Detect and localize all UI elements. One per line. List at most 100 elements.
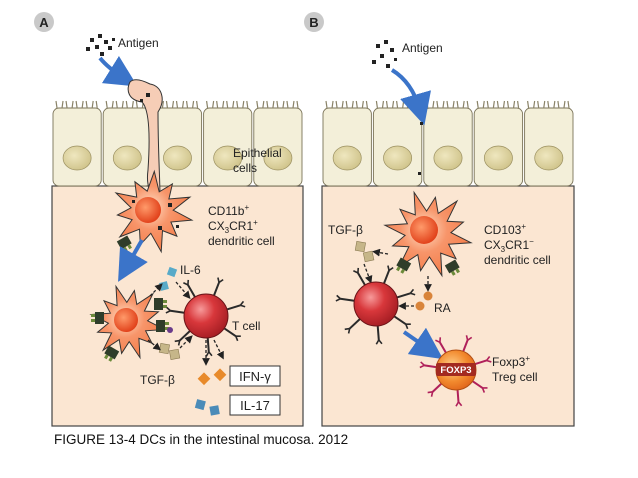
microvillus <box>567 100 570 109</box>
microvillus <box>436 100 439 109</box>
receptor-tail <box>208 351 213 357</box>
microvillus <box>482 100 485 109</box>
microvillus <box>282 100 285 109</box>
dc-receptor-a2 <box>91 312 104 324</box>
receptor-tail <box>378 339 383 345</box>
tgfb-arrow-b2 <box>363 263 373 284</box>
microvillus <box>385 100 389 109</box>
lamina-propria-a <box>51 185 304 427</box>
dc-receptor-a4 <box>154 298 167 310</box>
microvillus <box>452 100 455 109</box>
receptor-tail <box>462 339 469 352</box>
microvillus <box>131 100 134 109</box>
microvillus <box>185 100 189 109</box>
microvillus <box>391 100 395 109</box>
microvillus <box>426 100 429 109</box>
panel-b: B Antigen CD103+ CX3CR1− dend <box>304 12 575 427</box>
tgfb-arrow-a2 <box>179 335 193 349</box>
microvillus <box>456 100 459 109</box>
epithelium-a <box>52 100 303 187</box>
microvillus <box>496 100 499 109</box>
microvillus <box>256 100 259 109</box>
microvillus <box>402 100 405 109</box>
microvillus <box>512 100 516 109</box>
microvillus <box>462 100 465 109</box>
microvillus <box>212 100 215 109</box>
antigen-particles-b <box>372 40 397 68</box>
receptor-tail <box>387 265 390 271</box>
receptor-tail <box>223 327 237 338</box>
panel-b-letter: B <box>309 15 318 30</box>
receptor-tail <box>349 318 361 330</box>
receptor-tail <box>457 401 463 407</box>
microvillus <box>95 100 98 109</box>
receptor-tail <box>353 270 359 274</box>
epithelial-nucleus <box>263 145 293 171</box>
receptor-tail <box>347 328 351 334</box>
receptor-tail <box>226 304 241 311</box>
receptor-tail <box>439 341 447 354</box>
epithelial-nucleus <box>112 145 142 171</box>
microvillus <box>365 100 368 109</box>
microvillus <box>262 100 265 109</box>
microvillus <box>81 100 84 109</box>
epithelial-nucleus <box>433 145 463 171</box>
cd103-dc-label: CD103+ CX3CR1− dendritic cell <box>484 222 551 267</box>
microvillus <box>296 100 299 109</box>
microvillus <box>543 100 546 109</box>
figure-caption: FIGURE 13-4 DCs in the intestinal mucosa… <box>54 432 349 447</box>
microvillus <box>85 100 88 109</box>
epithelial-label-line2: cells <box>233 161 257 175</box>
ra-label: RA <box>434 301 451 315</box>
microvillus <box>161 100 165 109</box>
receptor-tail <box>424 364 437 369</box>
microvillus <box>412 100 415 109</box>
microvillus <box>121 100 124 109</box>
il6-arrow-1 <box>149 283 163 297</box>
microvillus <box>345 100 348 109</box>
microvillus <box>563 100 566 109</box>
microvillus <box>226 100 229 109</box>
t-cell-b <box>335 265 416 345</box>
receptor-tail <box>340 297 355 302</box>
epithelium-b <box>322 100 574 187</box>
microvillus <box>246 100 249 109</box>
tgfb-label-b: TGF-β <box>328 223 363 237</box>
microvillus <box>517 100 520 109</box>
panel-a-letter: A <box>39 15 49 30</box>
retinoic-acid <box>415 291 433 311</box>
microvillus <box>91 100 94 109</box>
microvillus <box>125 100 128 109</box>
microvillus <box>527 100 530 109</box>
dc-receptor-b1 <box>396 257 412 274</box>
foxp3-label: FOXP3 <box>440 365 471 376</box>
microvillus <box>547 100 550 109</box>
receptor-tail <box>206 337 210 352</box>
microvillus <box>191 100 195 109</box>
svg-text:dendritic cell: dendritic cell <box>208 234 275 248</box>
microvillus <box>557 100 560 109</box>
microvillus <box>381 100 385 109</box>
svg-text:dendritic cell: dendritic cell <box>484 253 551 267</box>
microvillus <box>71 100 74 109</box>
microvillus <box>533 100 536 109</box>
receptor-tail <box>376 325 380 340</box>
svg-text:Treg cell: Treg cell <box>492 370 538 384</box>
receptor-tail <box>170 309 185 314</box>
epithelial-nucleus <box>62 145 92 171</box>
microvillus <box>432 100 435 109</box>
microvillus <box>196 100 199 109</box>
ifng-box <box>229 365 281 387</box>
dc-receptor-a3 <box>104 345 120 362</box>
epithelial-nucleus <box>383 145 413 171</box>
microvillus <box>351 100 354 109</box>
receptor-tail <box>239 300 245 306</box>
receptor-tail <box>183 282 189 286</box>
ifng-cytokines <box>197 368 227 386</box>
epithelial-nucleus <box>332 145 362 171</box>
microvillus <box>115 100 118 109</box>
panel-b-letter-badge: B <box>304 12 324 32</box>
cd11b-dendritic-cell <box>114 169 194 254</box>
dc-receptor-b2 <box>444 259 460 276</box>
microvillus <box>216 100 219 109</box>
